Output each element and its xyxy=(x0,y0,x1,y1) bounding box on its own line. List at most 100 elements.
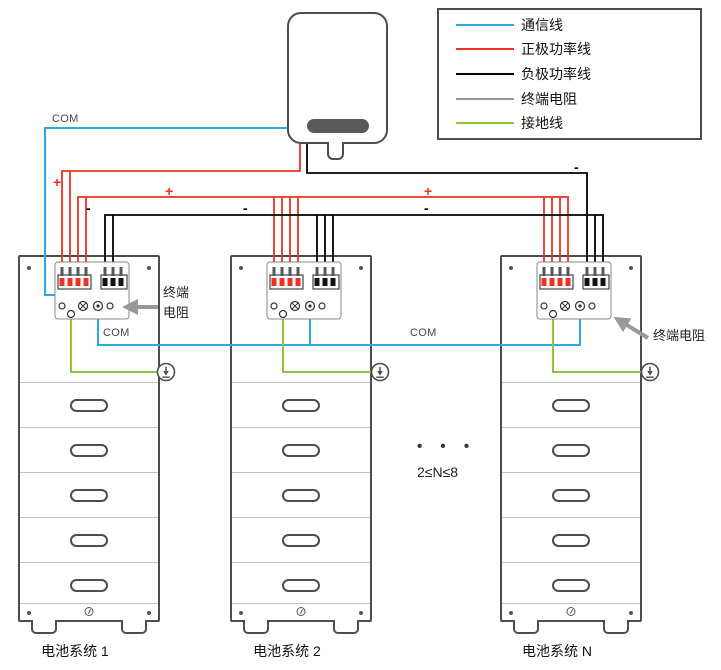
battery-drawers xyxy=(502,382,640,607)
drawer-handle xyxy=(552,578,590,592)
drawer-handle xyxy=(70,533,108,547)
screw-dot xyxy=(239,266,243,270)
com-label-inverter: COM xyxy=(52,113,79,125)
negative-wires xyxy=(104,144,604,272)
tower-base xyxy=(232,603,370,620)
base-screw xyxy=(296,607,306,616)
ground-wires xyxy=(70,318,641,373)
legend-label: 终端电阻 xyxy=(521,90,577,107)
battery-drawer xyxy=(20,517,158,562)
battery-drawer xyxy=(20,382,158,427)
battery-drawer xyxy=(232,472,370,517)
battery-drawer xyxy=(232,562,370,607)
drawer-handle xyxy=(552,398,590,412)
drawer-handle xyxy=(282,488,320,502)
resistor-line-swatch xyxy=(456,97,514,100)
com-label-battery1: COM xyxy=(103,327,130,339)
legend-row-negative: 负极功率线 xyxy=(456,64,700,84)
screw-dot xyxy=(147,611,151,615)
positive-wires xyxy=(61,144,569,272)
terminal-resistor-label-right: 终端电阻 xyxy=(653,328,706,343)
screw-dot xyxy=(27,611,31,615)
screw-dot xyxy=(359,611,363,615)
drawer-handle xyxy=(70,443,108,457)
drawer-handle xyxy=(282,443,320,457)
screw-dot xyxy=(147,266,151,270)
tower-foot xyxy=(31,620,57,634)
battery-drawer xyxy=(502,562,640,607)
comm-line-swatch xyxy=(456,23,514,26)
positive-line-swatch xyxy=(456,48,514,51)
base-screw xyxy=(566,607,576,616)
screw-dot xyxy=(239,611,243,615)
battery-drawer xyxy=(20,472,158,517)
screw-dot xyxy=(509,266,513,270)
tower-foot xyxy=(121,620,147,634)
minus-marker: - xyxy=(243,200,248,216)
battery-drawer xyxy=(232,427,370,472)
legend-row-positive: 正极功率线 xyxy=(456,39,700,59)
drawer-handle xyxy=(282,398,320,412)
plus-marker: + xyxy=(424,183,433,199)
drawer-handle xyxy=(552,533,590,547)
legend-row-comm: 通信线 xyxy=(456,15,700,35)
legend-label: 负极功率线 xyxy=(521,65,591,82)
tower-foot xyxy=(243,620,269,634)
minus-marker: - xyxy=(574,159,579,175)
tower-base xyxy=(502,603,640,620)
battery-tower-2 xyxy=(230,255,372,634)
screw-dot xyxy=(629,611,633,615)
drawer-handle xyxy=(552,443,590,457)
screw-dot xyxy=(27,266,31,270)
ellipsis-more-towers: • • • xyxy=(417,438,477,455)
ground-symbol xyxy=(156,362,176,382)
battery-terminal-panel xyxy=(536,261,612,320)
ground-symbol xyxy=(370,362,390,382)
legend-label: 正极功率线 xyxy=(521,41,591,58)
inverter-cable-gland xyxy=(327,142,344,160)
tower-foot xyxy=(513,620,539,634)
battery-drawer xyxy=(502,382,640,427)
battery-drawers xyxy=(20,382,158,607)
screw-dot xyxy=(509,611,513,615)
ground-symbol xyxy=(640,362,660,382)
plus-marker: + xyxy=(165,183,174,199)
battery-system-1-label: 电池系统 1 xyxy=(41,643,109,659)
legend: 通信线 正极功率线 负极功率线 终端电阻 接地线 xyxy=(437,8,702,140)
minus-marker: - xyxy=(86,200,91,216)
battery-drawer xyxy=(502,427,640,472)
minus-marker: - xyxy=(424,200,429,216)
battery-drawer xyxy=(20,562,158,607)
battery-drawer xyxy=(232,382,370,427)
battery-terminal-panel xyxy=(266,261,342,320)
terminal-resistor-arrows xyxy=(122,299,650,340)
screw-dot xyxy=(359,266,363,270)
drawer-handle xyxy=(282,533,320,547)
drawer-handle xyxy=(552,488,590,502)
n-range-label: 2≤N≤8 xyxy=(417,464,459,480)
base-screw xyxy=(84,607,94,616)
plus-marker: + xyxy=(53,174,62,190)
legend-row-ground: 接地线 xyxy=(456,113,700,133)
battery-drawer xyxy=(502,472,640,517)
terminal-resistor-arrow-right xyxy=(613,316,650,340)
drawer-handle xyxy=(70,488,108,502)
battery-drawer xyxy=(232,517,370,562)
battery-system-2-label: 电池系统 2 xyxy=(253,643,321,659)
ground-line-swatch xyxy=(456,122,514,125)
tower-foot xyxy=(333,620,359,634)
terminal-resistor-label-left-line1: 终端 xyxy=(163,285,190,300)
tower-base xyxy=(20,603,158,620)
drawer-handle xyxy=(282,578,320,592)
battery-drawers xyxy=(232,382,370,607)
negative-line-swatch xyxy=(456,72,514,75)
battery-terminal-panel xyxy=(54,261,130,320)
com-label-daisy: COM xyxy=(410,327,437,339)
battery-system-n-label: 电池系统 N xyxy=(522,643,592,659)
legend-label: 通信线 xyxy=(521,16,563,33)
drawer-handle xyxy=(70,578,108,592)
screw-dot xyxy=(629,266,633,270)
battery-drawer xyxy=(20,427,158,472)
